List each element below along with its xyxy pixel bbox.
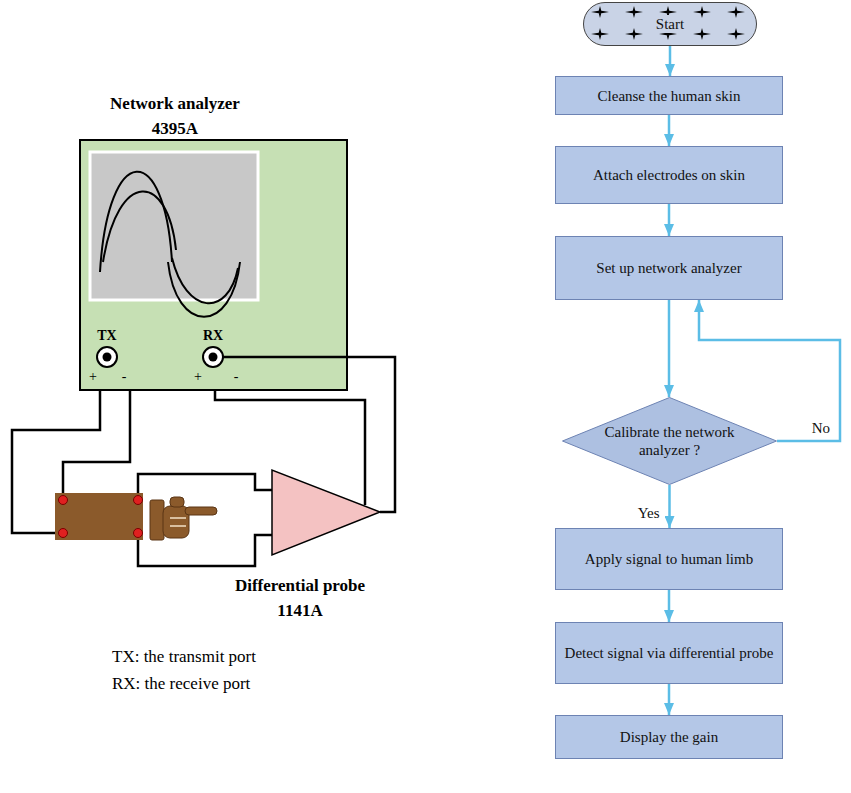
process-text: Attach electrodes on skin	[593, 166, 745, 184]
human-arm	[55, 493, 143, 540]
polarity-sign: -	[117, 367, 131, 387]
polarity-sign: +	[191, 367, 205, 387]
process-box: Attach electrodes on skin	[555, 146, 783, 204]
process-text: Detect signal via differential probe	[565, 644, 774, 662]
flow-arrow	[668, 485, 671, 528]
polarity-sign: +	[86, 367, 100, 387]
process-box: Display the gain	[555, 715, 783, 759]
process-text: Display the gain	[620, 728, 718, 746]
electrode	[59, 496, 143, 538]
port-note: TX: the transmit port	[112, 645, 372, 670]
flow-arrow	[668, 300, 671, 397]
port-label: RX	[198, 326, 228, 346]
flow-arrow	[669, 46, 672, 76]
diamond-outline	[562, 397, 777, 485]
process-text: Set up network analyzer	[596, 259, 741, 277]
terminal-text: Start	[652, 15, 688, 33]
flow-arrow	[668, 684, 671, 715]
decision-diamond: Calibrate the network analyzer ?	[562, 397, 777, 485]
flow-arrow	[668, 204, 671, 236]
human-hand	[150, 497, 217, 540]
analyzer-housing	[80, 140, 347, 390]
process-box: Cleanse the human skin	[555, 76, 783, 115]
polarity-sign: -	[229, 367, 243, 387]
probe-title: Differential probe 1141A	[218, 574, 383, 623]
process-box: Detect signal via differential probe	[555, 622, 783, 684]
decision-text: Calibrate the network analyzer ?	[603, 423, 736, 459]
differential-probe	[272, 470, 380, 555]
branch-label: No	[810, 420, 832, 437]
wire	[12, 357, 395, 566]
instrument-title: Network analyzer 4395A	[100, 92, 250, 141]
branch-label: Yes	[636, 505, 662, 522]
port-connector	[97, 347, 223, 367]
start-terminal: Start	[583, 2, 757, 46]
flow-arrow	[668, 590, 671, 622]
flow-arrow	[668, 115, 671, 146]
process-text: Apply signal to human limb	[585, 550, 753, 568]
port-note: RX: the receive port	[112, 672, 372, 697]
waveform	[100, 172, 240, 317]
process-text: Cleanse the human skin	[598, 87, 741, 105]
analyzer-screen	[90, 152, 258, 300]
port-label: TX	[92, 326, 122, 346]
process-box: Set up network analyzer	[555, 236, 783, 300]
process-box: Apply signal to human limb	[555, 528, 783, 590]
